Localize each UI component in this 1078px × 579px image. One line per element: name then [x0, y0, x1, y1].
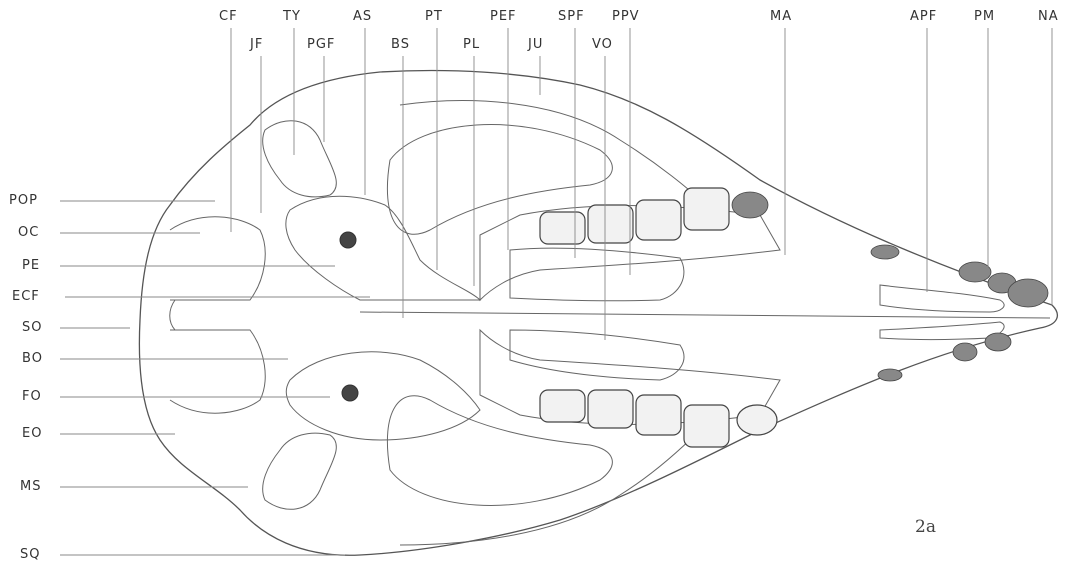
label-SQ: SQ [20, 547, 40, 562]
occipital-upper [170, 217, 265, 300]
zygomatic-arch-lower [400, 430, 700, 545]
label-VO: VO [592, 37, 613, 52]
incisor-upper-1 [871, 245, 899, 259]
foramen-upper [340, 232, 356, 248]
skull-outline [139, 71, 1057, 556]
label-PE: PE [22, 258, 40, 273]
tooth-upper-4 [684, 188, 729, 230]
label-TY: TY [283, 9, 301, 24]
basisphenoid-upper [286, 196, 480, 300]
label-MS: MS [20, 479, 41, 494]
vomer-upper [510, 248, 684, 301]
label-PPV: PPV [612, 9, 640, 24]
label-APF: APF [910, 9, 937, 24]
label-PL: PL [463, 37, 480, 52]
incisor-lower-1 [953, 343, 977, 361]
label-PT: PT [425, 9, 443, 24]
tooth-upper-2 [588, 205, 633, 243]
midline [360, 312, 1050, 318]
foramen-magnum [170, 300, 175, 330]
label-ECF: ECF [12, 289, 40, 304]
label-SPF: SPF [558, 9, 585, 24]
incisor-upper-2 [959, 262, 991, 282]
label-JF: JF [250, 37, 263, 52]
figure-label: 2a [915, 517, 936, 537]
tympanic-lower [263, 433, 337, 509]
tooth-lower-3 [636, 395, 681, 435]
incisor-lower-2 [985, 333, 1011, 351]
label-SO: SO [22, 320, 42, 335]
zygomatic-arch-upper [400, 101, 700, 200]
label-BS: BS [391, 37, 410, 52]
vomer-lower [510, 330, 684, 380]
incisive-lower [880, 322, 1004, 340]
label-NA: NA [1038, 9, 1059, 24]
tooth-upper-3 [636, 200, 681, 240]
label-BO: BO [22, 351, 43, 366]
tooth-lower-1 [540, 390, 585, 422]
foramen-lower [342, 385, 358, 401]
label-POP: POP [9, 193, 38, 208]
label-CF: CF [219, 9, 238, 24]
label-JU: JU [528, 37, 543, 52]
label-MA: MA [770, 9, 792, 24]
tooth-lower-4 [684, 405, 729, 447]
label-EO: EO [22, 426, 42, 441]
canine-lower [737, 405, 777, 435]
label-PEF: PEF [490, 9, 517, 24]
incisive-upper [880, 285, 1004, 312]
tooth-upper-1 [540, 212, 585, 244]
canine-upper [732, 192, 768, 218]
tooth-lower-2 [588, 390, 633, 428]
tympanic-upper [263, 121, 337, 197]
label-AS: AS [353, 9, 372, 24]
label-FO: FO [22, 389, 42, 404]
occipital-lower [170, 330, 265, 413]
label-PM: PM [974, 9, 995, 24]
incisor-lower-3 [878, 369, 902, 381]
label-PGF: PGF [307, 37, 335, 52]
label-OC: OC [18, 225, 39, 240]
bulla-lower [286, 352, 480, 440]
incisor-upper-4 [1008, 279, 1048, 307]
